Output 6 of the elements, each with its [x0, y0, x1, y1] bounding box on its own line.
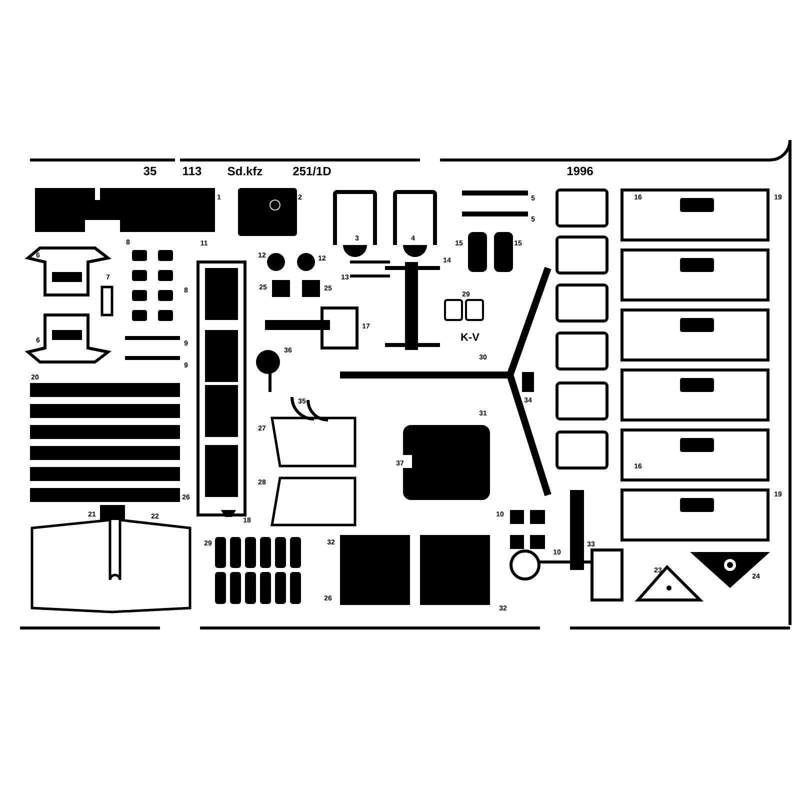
header-text: Sd.kfz	[228, 166, 262, 176]
header-text: 113	[183, 166, 202, 176]
etched-lettering: K-V	[461, 333, 480, 341]
header-text: 35	[144, 166, 156, 176]
header-text: 1996	[567, 166, 593, 176]
header-text: 251/1D	[293, 166, 331, 176]
